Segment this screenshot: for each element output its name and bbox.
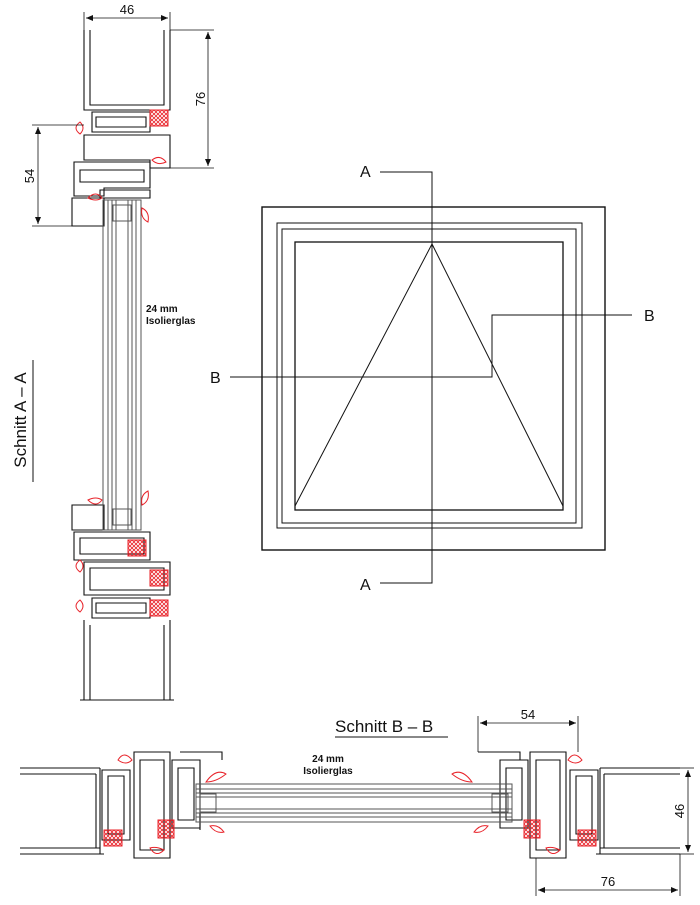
glass-type-aa: Isolierglas [146, 316, 196, 327]
sash-inner [294, 241, 564, 511]
cut-b-label-right: B [644, 308, 655, 325]
gasket-lip [545, 846, 561, 854]
gasket-lip [473, 825, 489, 833]
left-top-edge [180, 751, 223, 760]
section-bb-glass [195, 783, 513, 823]
section-aa-gaskets [75, 109, 169, 617]
glass-unit-outline-bb [195, 783, 513, 823]
right-frame-web [599, 768, 605, 854]
cut-b-label-left: B [210, 370, 221, 387]
section-bb-drawing [20, 751, 680, 859]
glass-thickness-aa: 24 mm [146, 304, 178, 315]
gasket-lip [87, 497, 103, 505]
left-sash-profile [133, 751, 171, 859]
gasket-lip [141, 490, 149, 506]
cut-a-label-top: A [360, 164, 371, 181]
gasket [149, 109, 169, 127]
cut-a-label-bottom: A [360, 577, 371, 594]
gasket [149, 599, 169, 617]
right-frame-flanges [596, 767, 680, 855]
sash-outer [281, 228, 577, 524]
spacer-right [491, 793, 509, 813]
gasket-lip [87, 193, 103, 201]
gasket [577, 829, 597, 847]
section-aa-dimensions [32, 12, 214, 227]
gasket [157, 819, 175, 839]
gasket [127, 539, 147, 557]
gasket [523, 819, 541, 839]
glass-thickness-bb: 24 mm [312, 754, 344, 765]
dim-height-left-aa: 54 [22, 169, 37, 183]
dim-width-aa: 46 [120, 2, 134, 17]
outer-frame [261, 206, 606, 551]
section-bb-dimensions [477, 716, 694, 896]
top-frame-profile [83, 30, 171, 111]
dim-bottom-bb: 76 [601, 874, 615, 889]
gasket [149, 569, 169, 587]
bottom-frame-profile [83, 620, 171, 701]
bottom-frame-chamber [91, 597, 151, 619]
top-sash-chamber [73, 161, 151, 197]
top-spacer [99, 189, 151, 199]
glass-type-bb: Isolierglas [303, 766, 353, 777]
section-bb-gaskets [103, 754, 597, 854]
spacer-top [112, 204, 132, 222]
gasket-lip [75, 121, 84, 135]
spacer-left [199, 793, 217, 813]
dim-height-top-aa: 76 [193, 92, 208, 106]
gasket [103, 829, 123, 847]
gasket-lip [567, 754, 583, 764]
gasket-lip [149, 846, 165, 854]
bottom-glazing-bead [71, 504, 105, 531]
glass-unit-outline [102, 199, 142, 531]
section-bb-title: Schnitt B – B [335, 717, 433, 736]
dim-top-bb: 54 [521, 707, 535, 722]
left-frame-web [95, 768, 101, 854]
tilt-opening-indicator [294, 242, 564, 507]
right-top-edge [478, 751, 521, 760]
section-aa-title: Schnitt A – A [11, 372, 30, 468]
top-glazing-bead [71, 197, 105, 227]
left-frame-chamber [101, 769, 131, 841]
dim-right-bb: 46 [672, 804, 687, 818]
right-sash-profile [529, 751, 567, 859]
left-frame-flanges [20, 767, 104, 855]
gasket-lip [209, 825, 225, 833]
spacer-bottom [112, 508, 132, 526]
gasket-lip [141, 207, 149, 223]
window-elevation [230, 171, 632, 584]
frame-inner-edge [276, 222, 583, 529]
gasket-lip [151, 156, 167, 165]
gasket-lip [75, 599, 84, 613]
gasket-lip [205, 771, 227, 783]
gasket-lip [451, 771, 473, 783]
cut-line-b [230, 314, 632, 378]
bottom-sash-chamber [83, 561, 171, 596]
top-frame-chamber [91, 111, 151, 133]
gasket-lip [117, 754, 133, 764]
section-aa-glass [102, 199, 142, 531]
gasket-lip [75, 559, 84, 573]
